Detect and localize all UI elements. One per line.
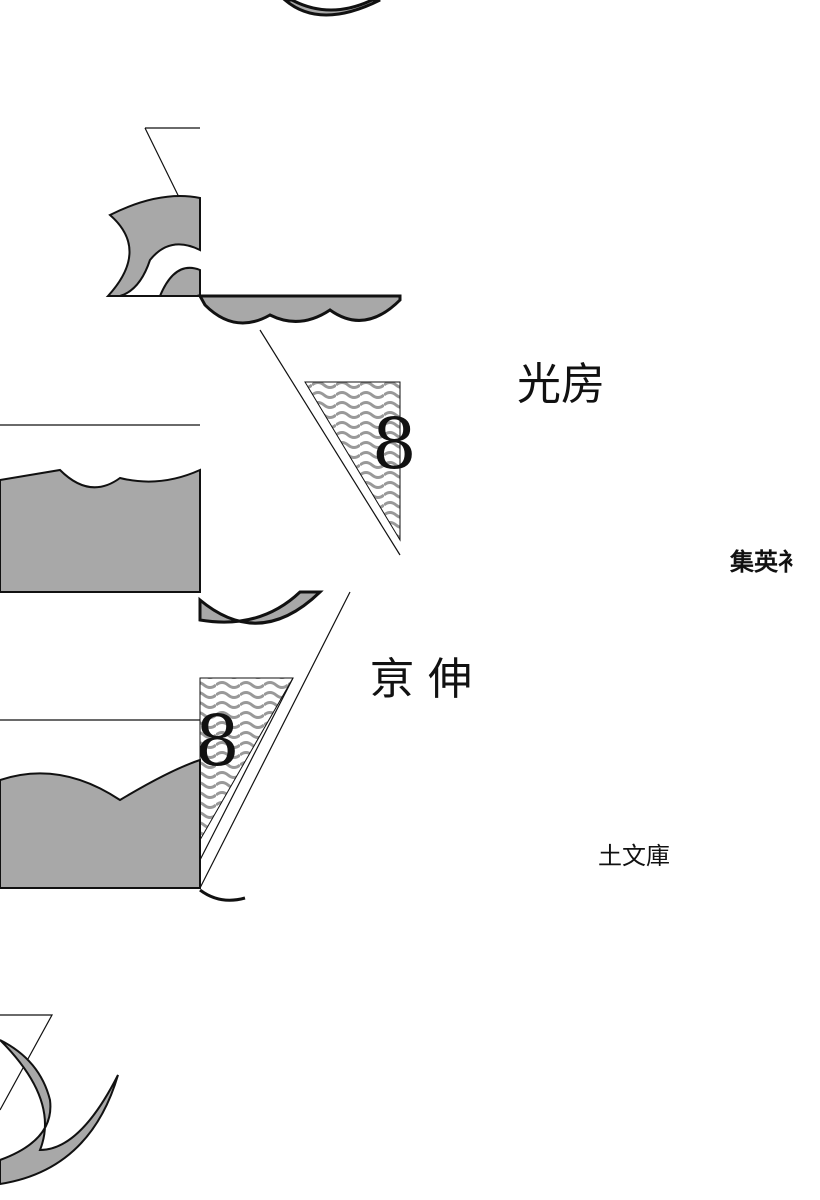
swoosh-6	[0, 1039, 119, 1186]
triangle-line-2	[259, 329, 401, 556]
volume-number: 8	[372, 403, 417, 485]
swoosh-2	[197, 294, 402, 325]
imprint-fragment: 土文庫	[598, 842, 670, 870]
author-fragment: 亰 伸	[370, 654, 472, 705]
svg-text:8: 8	[195, 700, 240, 782]
swoosh-5	[0, 758, 201, 889]
title-fragment: 光房	[517, 359, 605, 410]
swoosh-3	[0, 468, 201, 593]
publisher-fragment: 集英衤	[730, 548, 800, 576]
wave-panel	[304, 381, 401, 542]
swoosh-top	[282, 0, 381, 17]
swoosh-1	[105, 195, 201, 297]
swoosh-4	[198, 590, 324, 625]
